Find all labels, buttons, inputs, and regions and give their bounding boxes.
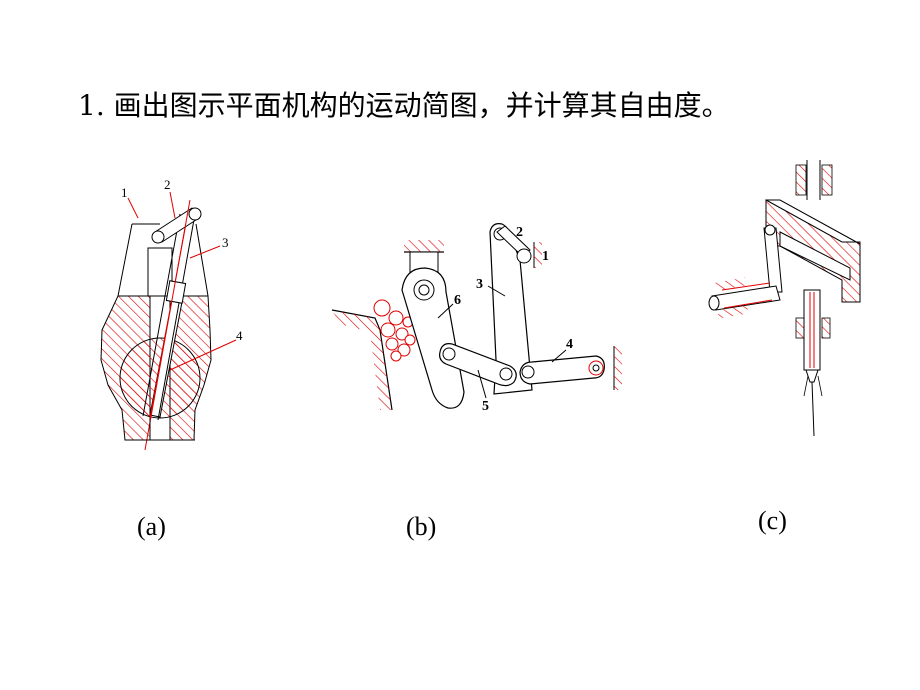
figure-a-jaw-crusher: 1 2 3 4 xyxy=(100,177,243,451)
figure-b-label-4: 4 xyxy=(566,337,573,352)
figure-c-slider-crank xyxy=(708,160,861,437)
figure-b-label-5: 5 xyxy=(482,399,489,414)
figure-b-label-6: 6 xyxy=(454,293,461,308)
figure-a-label-2: 2 xyxy=(164,177,171,192)
figure-b-label-2: 2 xyxy=(516,225,523,240)
figure-c-caption: (c) xyxy=(758,506,787,535)
figure-b-crusher-linkage: 1 2 3 4 5 6 xyxy=(331,223,622,414)
figure-b-caption: (b) xyxy=(406,512,437,541)
figure-a-label-1: 1 xyxy=(121,185,128,200)
figure-a-label-4: 4 xyxy=(236,328,243,343)
problem-title: 1. 画出图示平面机构的运动简图，并计算其自由度。 xyxy=(78,89,730,122)
figure-b-label-1: 1 xyxy=(542,249,549,264)
figure-a-label-3: 3 xyxy=(222,235,229,250)
figure-a-caption: (a) xyxy=(137,512,166,541)
figure-b-label-3: 3 xyxy=(476,277,483,292)
